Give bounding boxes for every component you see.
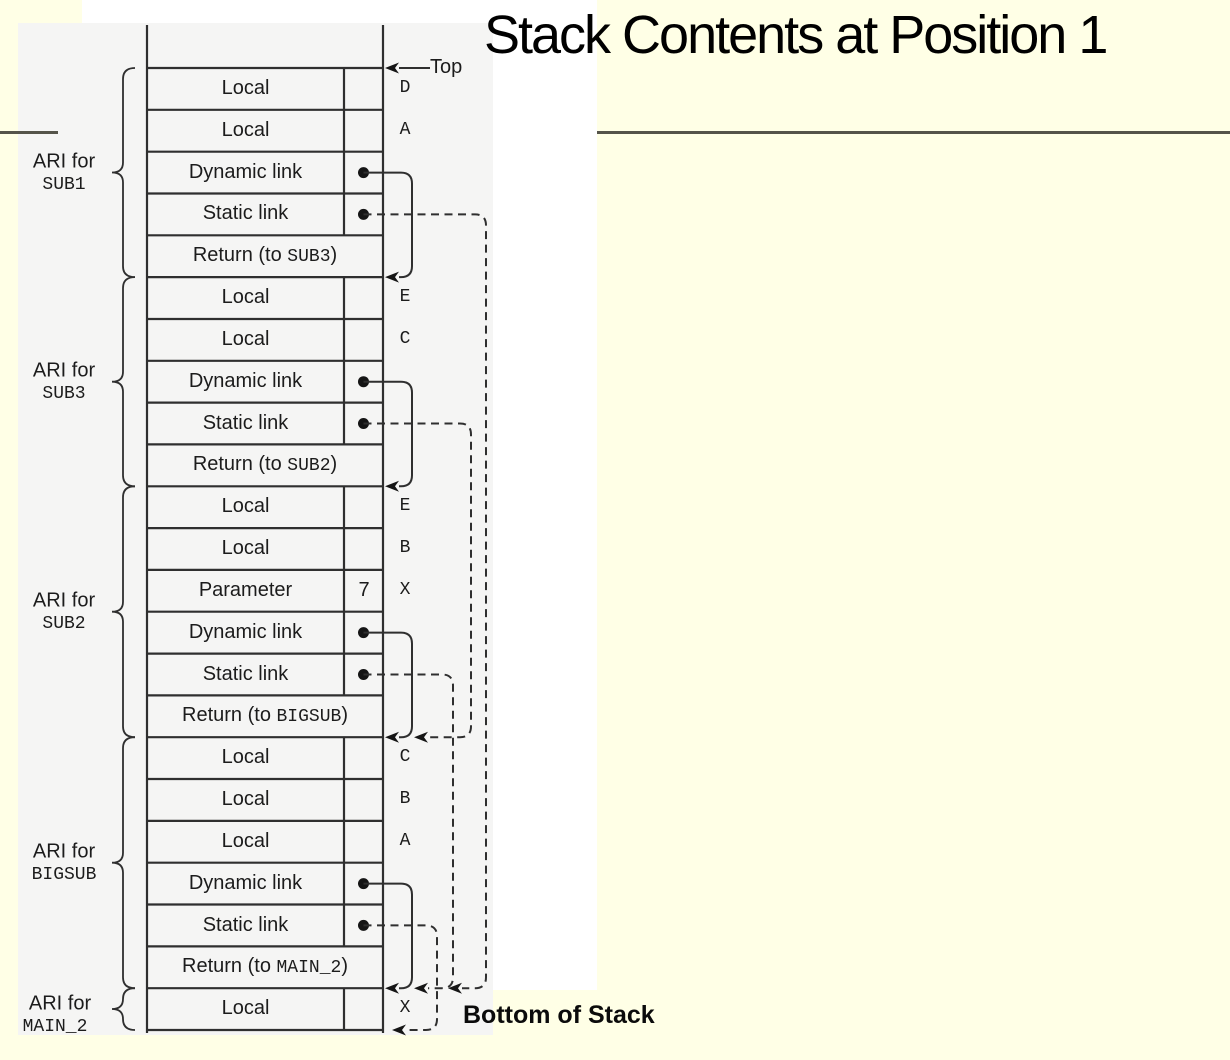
brace-main2 [111,987,136,1031]
stack-cell-statlink-label: Static link [202,202,289,225]
return-label-part: SUB2 [287,456,331,477]
stack-diagram-lines [111,25,487,1036]
return-label-part: Return (to [182,955,277,978]
stack-cell-return: Return (to BIGSUB) [147,695,383,737]
ari-label-prefix: ARI for [32,359,96,382]
cell-variable: D [399,78,411,98]
ari-label-prefix: ARI for [32,589,96,612]
stack-cell-param-label: Parameter [198,578,293,601]
cell-variable: C [399,747,411,768]
brace-bigsub [111,736,136,990]
brace-sub2 [111,485,136,739]
static-link-arrow-sub1 [363,213,487,990]
static-link-arrow-sub2 [363,673,454,990]
stack-cell-local-label: Local [221,495,270,518]
brace-sub3 [111,276,136,488]
return-label-part: ) [330,244,338,267]
cell-variable: E [399,287,411,308]
cell-variable: A [399,830,411,851]
stack-cell-local-label: Local [221,788,270,811]
ari-label-name: MAIN_2 [22,1016,88,1037]
cell-variable: B [399,538,411,559]
dynamic-link-arrow-sub3 [363,380,413,488]
stack-cell-dynlink-label: Dynamic link [188,620,303,643]
ari-label-prefix: ARI for [32,150,96,172]
static-link-arrow-bigsub [363,924,438,1031]
stack-cell-local-label: Local [221,537,270,560]
title-underline-right [597,131,1230,134]
ari-label-name: SUB2 [42,613,86,634]
stack-cell-local-label: Local [221,118,270,141]
return-label-part: Return (to [182,704,277,727]
stack-cell-local-label: Local [221,997,270,1020]
stack-cell-return: Return (to MAIN_2) [147,946,383,988]
dynamic-link-arrow-sub1 [363,171,413,279]
title-underline-left [0,131,58,134]
stack-cell-dynlink-label: Dynamic link [188,160,303,183]
brace-sub1 [111,67,136,278]
cell-variable: A [399,119,411,140]
return-label-part: BIGSUB [276,707,342,728]
dynamic-link-arrow-sub2 [363,631,413,739]
stack-cell-dynlink-label: Dynamic link [188,369,303,392]
top-of-stack-label: Top [430,56,463,78]
link-origin-dots [358,167,369,931]
stack-cell-local-label: Local [221,746,270,769]
stack-cell-local-label: Local [221,286,270,309]
return-label-part: ) [341,704,348,727]
dynamic-link-arrow-bigsub [363,882,413,990]
static-link-arrow-sub3 [363,422,472,739]
arrow-heads [385,62,462,1036]
cell-variable: C [399,328,411,349]
stack-cell-return: Return (to SUB3) [147,235,383,277]
stack-cell-borders [147,66,383,1032]
ari-label-name: BIGSUB [31,864,97,885]
stack-cell-statlink-label: Static link [202,411,289,434]
stack-cell-return: Return (to SUB2) [147,444,383,486]
return-label-part: SUB3 [287,247,331,268]
ari-label-name: SUB1 [42,174,86,195]
ari-label-prefix: ARI for [32,840,96,863]
cell-variable: B [399,789,411,810]
ari-label-prefix: ARI for [28,992,92,1014]
return-label-part: Return (to [192,244,288,267]
bottom-of-stack-label: Bottom of Stack [463,1001,655,1029]
cell-variable: X [399,579,411,600]
return-label-part: MAIN_2 [276,958,342,979]
stack-cell-dynlink-label: Dynamic link [188,871,303,894]
return-label-part: ) [341,955,348,978]
page-title: Stack Contents at Position 1 [484,5,1108,65]
stack-cell-statlink-label: Static link [202,913,289,936]
return-label-part: Return (to [192,453,288,476]
stack-cell-local-label: Local [221,327,270,350]
cell-value: 7 [358,578,370,601]
ari-label-name: SUB3 [42,383,86,404]
cell-variable: E [399,496,411,517]
stack-cell-statlink-label: Static link [202,662,289,685]
return-label-part: ) [330,453,338,476]
cell-variable: X [399,998,411,1019]
stack-cell-local-label: Local [221,829,270,852]
stack-cell-local-label: Local [221,77,270,99]
